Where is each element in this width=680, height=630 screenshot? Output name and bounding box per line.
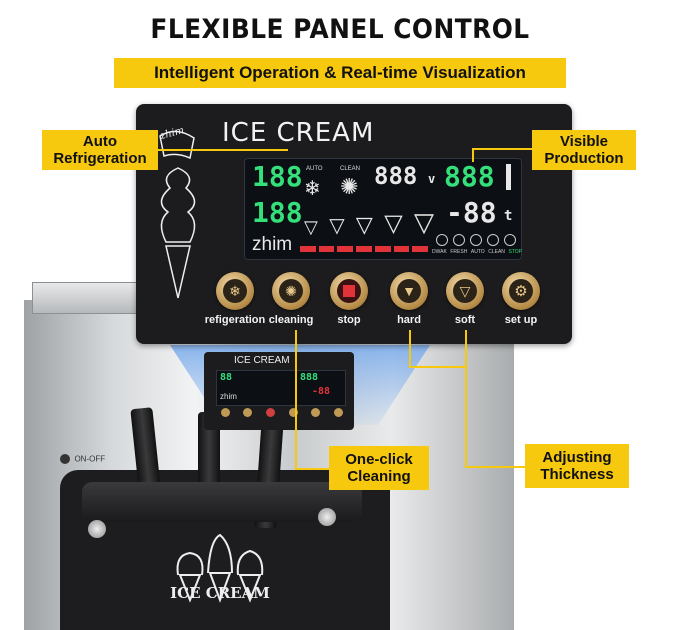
leader-cleaning-v (295, 330, 297, 468)
mini-button[interactable] (243, 408, 253, 417)
mode-icon (470, 234, 482, 246)
leader-auto-refrigeration (158, 149, 288, 151)
leader-cleaning-h (295, 468, 329, 470)
callout-visible-production-text: Visible Production (544, 133, 624, 167)
cleaning-label: cleaning (268, 314, 314, 326)
mini-button[interactable] (266, 408, 276, 417)
cleaning-button-group: ✺ cleaning (246, 272, 336, 326)
mini-panel-title: ICE CREAM (234, 355, 290, 366)
cone-hard-icon: ▼ (402, 283, 416, 299)
lever-mechanism (82, 482, 362, 522)
lcd-mode-icons (436, 234, 516, 248)
subheadline-banner: Intelligent Operation & Real-time Visual… (114, 58, 566, 88)
callout-auto-refrigeration-text: Auto Refrigeration (53, 133, 147, 167)
setup-button-group: ⚙ set up (476, 272, 566, 326)
lcd-clean-label: CLEAN (340, 166, 361, 172)
leader-visible-production-h (472, 148, 532, 150)
cone-level-1-icon: ▽ (304, 217, 318, 237)
mode-icon (504, 234, 516, 246)
mode-icon (487, 234, 499, 246)
power-switch-icon[interactable] (60, 453, 70, 464)
lcd-count-bar (506, 164, 511, 190)
lcd-mode-labels: DWAK FRESH AUTO CLEAN STOP (432, 249, 522, 255)
cone-level-4-icon: ▽ (384, 210, 403, 237)
lcd-auto-label: AUTO (306, 166, 323, 172)
lcd-left-bottom: 188 (252, 196, 303, 229)
fan-icon: ✺ (340, 174, 359, 199)
mode-label: FRESH (450, 249, 468, 255)
mode-icon (436, 234, 448, 246)
mode-label: DWAK (432, 249, 447, 255)
callout-adjusting-thickness-text: Adjusting Thickness (540, 449, 614, 483)
bolt-left (88, 520, 106, 538)
soft-button-group: ▽ soft (420, 272, 510, 326)
brand-cone-icon (159, 130, 196, 299)
ice-cream-logo-icon (176, 533, 264, 603)
mode-icon (453, 234, 465, 246)
mini-lcd (216, 370, 346, 406)
panel-title: ICE CREAM (222, 118, 375, 148)
leader-thickness-join-h (409, 366, 467, 368)
mini-lcd-temp: -88 (312, 386, 331, 397)
cone-level-icons: ▽ ▽ ▽ ▽ ▽ (304, 202, 434, 238)
lcd-volt-unit: v (428, 172, 436, 186)
stop-button-group: stop (304, 272, 394, 326)
stop-icon (343, 285, 355, 297)
refrigeration-button[interactable]: ❄ (216, 272, 254, 310)
hard-label: hard (397, 314, 421, 326)
refrigeration-label: refigeration (204, 314, 266, 326)
soft-button[interactable]: ▽ (446, 272, 484, 310)
lcd-progress-bar (300, 246, 429, 252)
hard-button[interactable]: ▼ (390, 272, 428, 310)
mini-lcd-right: 888 (300, 372, 319, 383)
stop-button[interactable] (330, 272, 368, 310)
mini-button-row (214, 408, 350, 420)
mini-button[interactable] (288, 408, 298, 417)
mini-lcd-left: 88 (220, 372, 233, 383)
leader-visible-production-v (472, 148, 474, 162)
cone-soft-icon: ▽ (459, 282, 471, 299)
callout-adjusting-thickness: Adjusting Thickness (525, 444, 629, 488)
gear-icon: ⚙ (514, 283, 528, 300)
cleaning-button[interactable]: ✺ (272, 272, 310, 310)
lcd-right-top: 888 (444, 160, 495, 193)
mini-button[interactable] (311, 408, 321, 417)
soft-label: soft (454, 314, 476, 326)
fan-icon: ✺ (285, 282, 297, 299)
machine-logo-text: ICE CREAM (170, 584, 270, 602)
mini-brand: zhim (220, 392, 237, 401)
mode-label: CLEAN (488, 249, 505, 255)
callout-one-click-cleaning-text: One-click Cleaning (345, 451, 413, 485)
stop-label: stop (337, 314, 361, 326)
mode-label: STOP (508, 249, 522, 255)
power-switch-group: ON-OFF (60, 450, 120, 470)
snowflake-icon: ❄ (229, 282, 241, 299)
cone-level-5-icon: ▽ (414, 207, 434, 237)
headline: FLEXIBLE PANEL CONTROL (150, 14, 530, 45)
mode-label: AUTO (470, 249, 485, 255)
hopper-lid (32, 282, 144, 314)
lcd-mid-digits: 888 (374, 162, 418, 190)
lcd-right-bottom: -88 (446, 196, 497, 229)
mini-button[interactable] (334, 408, 344, 417)
snowflake-icon: ❄ (304, 178, 321, 200)
lcd-temp-unit: t (504, 208, 513, 224)
callout-auto-refrigeration: Auto Refrigeration (42, 130, 158, 170)
leader-thickness-hard-v (409, 330, 411, 366)
leader-thickness-h (465, 466, 525, 468)
leader-thickness-soft-v (465, 330, 467, 466)
callout-visible-production: Visible Production (532, 130, 636, 170)
setup-button[interactable]: ⚙ (502, 272, 540, 310)
mini-button[interactable] (220, 408, 230, 417)
setup-label: set up (504, 314, 538, 326)
cone-level-2-icon: ▽ (329, 215, 345, 237)
lcd-left-top: 188 (252, 160, 303, 193)
power-switch-label: ON-OFF (74, 454, 106, 464)
callout-one-click-cleaning: One-click Cleaning (329, 446, 429, 490)
lcd-brand: zhim (252, 234, 293, 255)
bolt-right (318, 508, 336, 526)
refrigeration-button-group: ❄ refigeration (190, 272, 280, 326)
cone-level-3-icon: ▽ (355, 212, 373, 237)
hard-button-group: ▼ hard (364, 272, 454, 326)
